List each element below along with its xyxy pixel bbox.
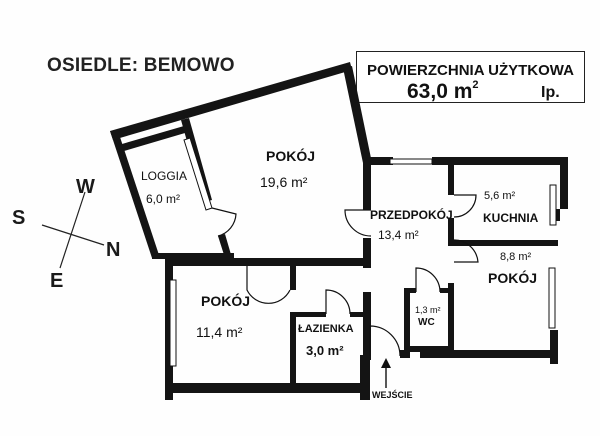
floor-label: Ip. (541, 84, 560, 101)
wall-bath-left (290, 316, 296, 386)
wall-kitchen-left-low (448, 218, 454, 246)
compass-line-we (59, 191, 86, 269)
wall-wc-top-a (404, 288, 416, 293)
wall-loggia-bottom (152, 253, 234, 259)
wall-top-slanted (110, 62, 352, 140)
wall-top-right-b (432, 157, 568, 165)
compass-south: S (12, 207, 25, 229)
bathroom-name: ŁAZIENKA (298, 323, 354, 335)
compass-line-sn (41, 224, 105, 246)
room-large-name: POKÓJ (266, 147, 315, 164)
compass-east: E (50, 270, 63, 292)
wall-left-outer (165, 258, 173, 400)
hallway-name: PRZEDPOKÓJ (370, 207, 453, 222)
wall-wc-left (404, 288, 410, 352)
wall-bath-top-b (350, 312, 366, 317)
window-loggia (183, 137, 213, 211)
door-loggia (211, 207, 237, 237)
wall-bath-left-top (290, 266, 296, 290)
compass-west: W (76, 176, 95, 198)
door-room-large (344, 209, 372, 237)
wall-kitchen-left (448, 165, 454, 195)
wall-top-right-a (363, 157, 393, 165)
usable-area-title: POWIERZCHNIA UŻYTKOWA (367, 62, 574, 79)
wall-entrance-right (400, 350, 410, 358)
wall-entrance-left (360, 355, 370, 400)
wall-hall-left-top (363, 165, 371, 210)
wall-bath-top-a (290, 312, 326, 317)
door-bathroom (325, 289, 351, 315)
room-large-area: 19,6 m² (260, 174, 308, 190)
walls (110, 62, 568, 400)
wc-name: WC (418, 317, 435, 328)
usable-area-value: 63,0 m2 (407, 79, 479, 104)
loggia-name: LOGGIA (141, 169, 187, 183)
hallway-area: 13,4 m² (378, 228, 419, 242)
room-left-name: POKÓJ (201, 292, 250, 309)
wall-loggia-top (122, 126, 185, 151)
usable-area-box: POWIERZCHNIA UŻYTKOWA 63,0 m2 Ip. (356, 51, 585, 103)
door-entrance (369, 325, 401, 357)
wc-area: 1,3 m² (415, 305, 441, 315)
window-room-right (548, 267, 556, 329)
compass-north: N (106, 239, 120, 261)
wall-bottom-right (420, 350, 558, 358)
door-room-right (453, 239, 479, 263)
kitchen-name: KUCHNIA (483, 211, 539, 225)
wall-right-outer-top (560, 157, 568, 209)
wall-kitchen-bottom (448, 240, 558, 246)
entrance-arrow (381, 358, 391, 388)
loggia-area: 6,0 m² (146, 192, 180, 206)
entrance-label: WEJŚCIE (372, 389, 413, 400)
doors (211, 194, 479, 357)
wall-hall-left-low (363, 292, 371, 360)
door-kitchen (453, 194, 477, 218)
door-room-left (246, 266, 291, 304)
wall-hall-left-mid (363, 238, 371, 268)
kitchen-area: 5,6 m² (484, 190, 516, 202)
wall-wc-bottom (404, 346, 450, 352)
estate-label: OSIEDLE: BEMOWO (47, 55, 235, 76)
windows (169, 137, 557, 367)
wall-right-slanted (343, 66, 372, 163)
wall-loggia-left (110, 131, 160, 258)
usable-area-superscript: 2 (472, 79, 479, 91)
wall-wc-top-b (440, 288, 454, 293)
wall-room-left-top (165, 258, 235, 266)
wall-bottom-left (165, 383, 370, 393)
window-room-left (169, 279, 177, 367)
wall-room-right-left (448, 283, 454, 353)
window-kitchen (549, 184, 557, 226)
compass: S N W E (12, 176, 120, 292)
wall-right-outer-bottom (550, 330, 558, 364)
door-wc (415, 267, 441, 293)
bathroom-area: 3,0 m² (306, 343, 344, 358)
wall-room-large-bottom (230, 258, 371, 266)
usable-area-number: 63,0 m (407, 80, 473, 103)
room-left-area: 11,4 m² (196, 324, 243, 340)
room-right-name: POKÓJ (488, 269, 537, 286)
window-hall-top (389, 158, 433, 165)
room-labels: LOGGIA 6,0 m² POKÓJ 19,6 m² PRZEDPOKÓJ 1… (141, 147, 539, 400)
wall-loggia-divider-low (218, 234, 232, 258)
room-right-area: 8,8 m² (500, 251, 532, 263)
